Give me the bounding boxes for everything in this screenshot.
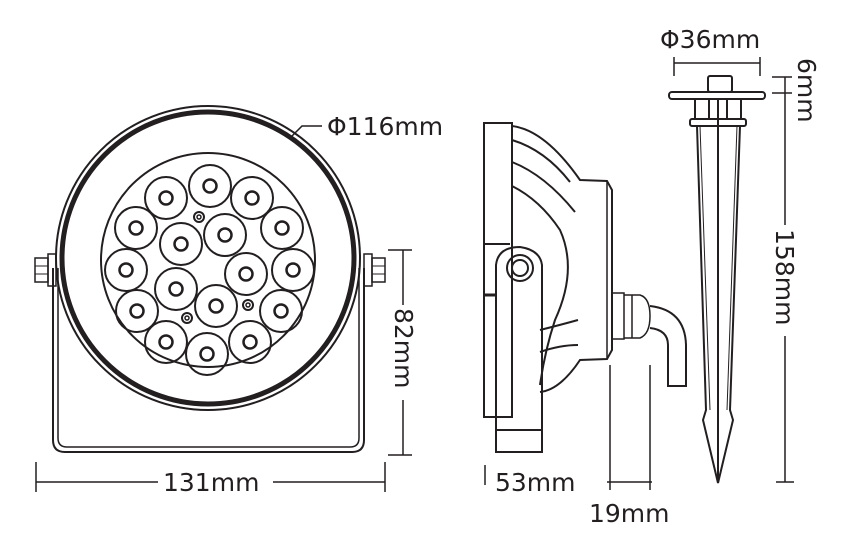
side-view [483,122,687,490]
side-depth-label: 53mm [495,468,576,497]
front-view [34,105,412,492]
lens-plate [100,152,316,368]
spike-diameter-label: Φ36mm [660,25,760,54]
ground-spike [668,57,794,484]
bracket [52,268,365,453]
spike-cap-height-label: 6mm [792,58,821,123]
spike-length-label: 158mm [770,229,799,325]
front-diameter-label: Φ116mm [327,112,443,141]
right-bolt-icon [363,253,386,287]
front-height-label: 82mm [389,308,418,389]
left-bolt-icon [34,253,57,287]
pivot-bolt-icon [506,254,534,282]
front-width-label: 131mm [163,468,259,497]
side-cable-offset-label: 19mm [589,499,670,528]
led-array [104,164,315,376]
